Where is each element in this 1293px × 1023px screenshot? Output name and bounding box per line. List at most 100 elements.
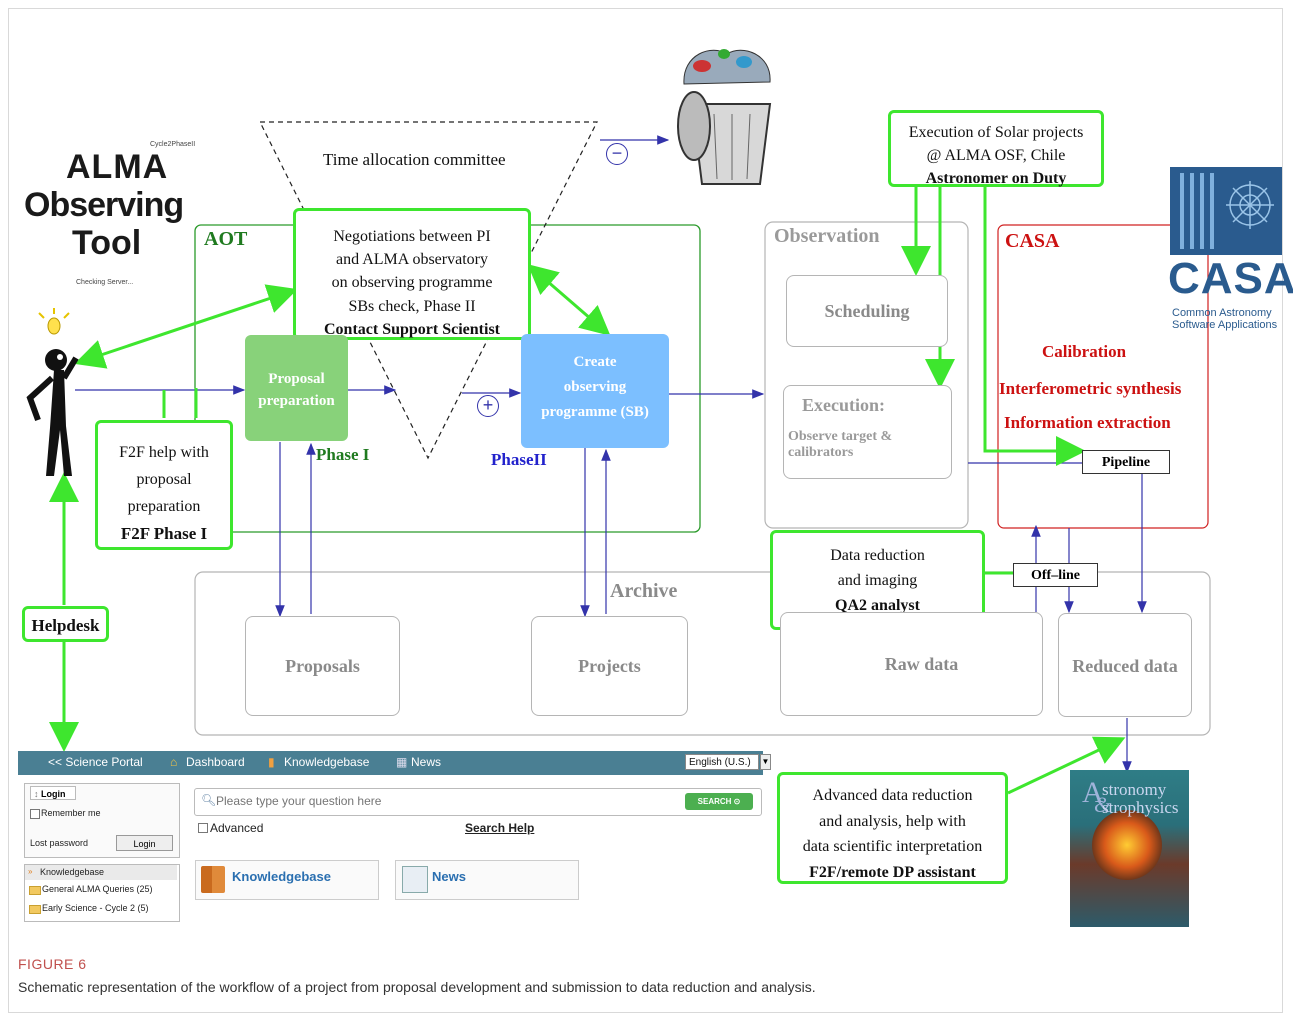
kb-item-early-science[interactable]: Early Science - Cycle 2 (5) <box>42 903 149 913</box>
tac-label: Time allocation committee <box>323 150 506 169</box>
news-icon: ▦ <box>396 755 408 769</box>
scheduling-box <box>786 275 948 347</box>
nav-dashboard[interactable]: Dashboard <box>186 755 245 769</box>
kb-sidebar-header <box>25 865 177 880</box>
aot-logo-line1: ALMA <box>66 148 169 186</box>
proposal-prep-line-2: preparation <box>258 392 335 409</box>
language-value: English (U.S.) <box>689 757 751 768</box>
nav-news[interactable]: News <box>411 755 442 769</box>
dp-assistant-box: Advanced data reduction and analysis, he… <box>777 772 1008 884</box>
journal-cover: A stronomy & strophysics <box>1070 770 1189 927</box>
archive-label: Archive <box>610 580 678 602</box>
figure-frame <box>8 8 1283 1013</box>
dp-line-3: data scientific interpretation <box>802 838 983 856</box>
newspaper-icon <box>402 866 428 893</box>
phase1-label: Phase I <box>316 445 370 464</box>
negotiation-role: Contact Support Scientist <box>323 320 500 338</box>
kb-tile[interactable] <box>195 860 379 900</box>
book-icon: ▮ <box>268 755 275 769</box>
aot-logo-status: Checking Server... <box>76 279 134 286</box>
remember-checkbox[interactable] <box>30 809 40 819</box>
offline-box: Off–line <box>1013 563 1098 587</box>
execution-label: Execution: <box>802 395 885 415</box>
aot-logo-line3: Tool <box>72 224 142 262</box>
raw-data-label: Raw data <box>884 654 959 674</box>
nav-science-portal[interactable]: << Science Portal <box>48 755 143 769</box>
proposals-box <box>245 616 400 716</box>
execution-sub-2: calibrators <box>788 445 854 460</box>
journal-letter-a: A <box>1082 776 1104 809</box>
f2f-help-box: F2F help with proposal preparation F2F P… <box>95 420 233 550</box>
phase2-label: PhaseII <box>491 450 547 469</box>
projects-box <box>531 616 688 716</box>
search-button[interactable]: SEARCH ⊙ <box>685 793 753 810</box>
proposals-label: Proposals <box>285 656 360 676</box>
pipeline-label: Pipeline <box>1101 455 1151 470</box>
solar-line-2: @ ALMA OSF, Chile <box>926 147 1066 165</box>
user-icon: ↕ <box>34 789 39 799</box>
trash-can-icon <box>677 49 772 185</box>
kb-tile-label: Knowledgebase <box>232 869 331 884</box>
news-tile-label: News <box>432 869 466 884</box>
execution-sub-1: Observe target & <box>788 429 893 444</box>
minus-sign: − <box>611 143 623 163</box>
aot-logo-small: Cycle2PhaseII <box>150 141 196 148</box>
scheduling-label: Scheduling <box>824 301 910 321</box>
aot-label: AOT <box>204 228 248 250</box>
portal-nav-bar: << Science Portal ⌂ Dashboard ▮ Knowledg… <box>18 751 771 775</box>
login-tab-label: Login <box>41 789 66 799</box>
lost-password-link[interactable]: Lost password <box>30 838 89 848</box>
aot-logo-line2: Observing <box>24 186 184 224</box>
casa-logo-word: CASA <box>1168 254 1293 303</box>
kb-sidebar-arrow-icon: » <box>28 867 33 876</box>
scientist-figure-icon <box>26 308 79 476</box>
folder-icon <box>29 905 41 914</box>
search-input[interactable] <box>216 792 676 810</box>
journal-art <box>1092 810 1162 880</box>
proposal-prep-line-1: Proposal <box>268 371 325 387</box>
casa-frame <box>997 224 1209 529</box>
folder-icon <box>29 886 41 895</box>
journal-title-1: stronomy <box>1102 780 1167 799</box>
create-prog-line-1: Create <box>573 354 617 370</box>
journal-title-2: strophysics <box>1102 798 1179 817</box>
arrow-right-icon: ⊙ <box>733 797 741 806</box>
kb-sidebar-title: Knowledgebase <box>40 867 105 877</box>
casa-logo <box>1170 167 1282 255</box>
casa-item-3: Information extraction <box>1004 413 1171 432</box>
f2f-line-1: F2F help with <box>119 444 209 461</box>
dp-line-1: Advanced data reduction <box>812 787 973 804</box>
login-button-label: Login <box>133 839 156 849</box>
casa-item-1: Calibration <box>1042 342 1127 361</box>
negotiation-line-2: and ALMA observatory <box>336 251 488 269</box>
observation-frame <box>764 221 969 529</box>
negotiation-box: Negotiations between PI and ALMA observa… <box>293 208 531 340</box>
negotiation-line-1: Negotiations between PI <box>333 228 491 245</box>
reduced-data-box <box>1058 613 1192 717</box>
observation-label: Observation <box>774 225 880 247</box>
qa2-role: QA2 analyst <box>835 596 920 614</box>
advanced-checkbox[interactable] <box>198 823 208 833</box>
raw-data-box <box>780 612 1043 716</box>
helpdesk-label: Helpdesk <box>31 616 100 635</box>
plus-circle: + <box>477 395 499 417</box>
f2f-line-3: preparation <box>127 498 201 516</box>
create-programme-box: Create observing programme (SB) <box>521 334 669 448</box>
casa-item-2: Interferometric synthesis <box>999 379 1182 398</box>
search-button-label: SEARCH <box>697 797 732 806</box>
home-icon: ⌂ <box>170 755 178 769</box>
reduced-data-label: Reduced data <box>1072 656 1178 676</box>
login-tab[interactable]: ↕ Login <box>30 786 76 800</box>
nav-knowledgebase[interactable]: Knowledgebase <box>284 755 370 769</box>
qa2-line-2: and imaging <box>837 571 918 589</box>
login-button[interactable]: Login <box>116 835 173 851</box>
search-help-link[interactable]: Search Help <box>465 821 535 835</box>
casa-logo-sub-2: Software Applications <box>1172 319 1278 331</box>
f2f-role: F2F Phase I <box>120 523 208 543</box>
kb-item-general[interactable]: General ALMA Queries (25) <box>42 884 153 894</box>
negotiation-line-4: SBs check, Phase II <box>348 297 476 315</box>
language-select[interactable]: English (U.S.) <box>685 754 759 770</box>
casa-logo-sub-1: Common Astronomy <box>1172 307 1272 319</box>
chevron-down-icon[interactable]: ▼ <box>760 754 771 770</box>
solar-line-1: Execution of Solar projects <box>908 124 1084 141</box>
